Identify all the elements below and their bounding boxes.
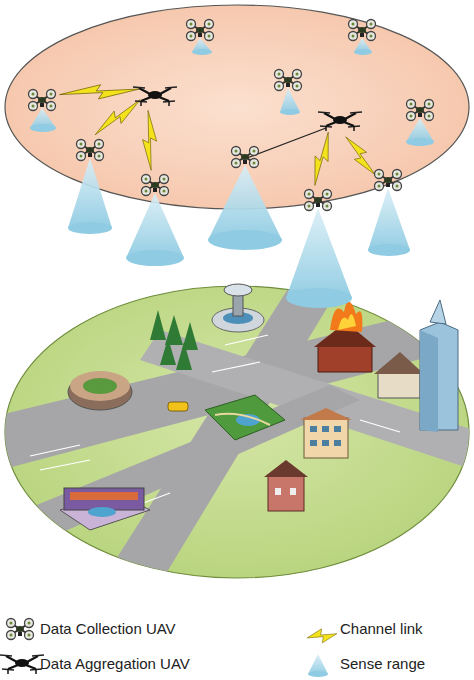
legend-symbols — [0, 619, 338, 678]
legend-text: Sense range — [340, 655, 425, 672]
houses — [374, 352, 424, 398]
sky-plane — [5, 5, 469, 209]
legend-item: Data Collection UAV — [40, 620, 176, 638]
control-tower — [212, 284, 264, 332]
legend-text: Channel link — [340, 620, 423, 637]
apartment — [300, 408, 352, 458]
legend-text: Data Collection UAV — [40, 620, 176, 637]
row-houses — [264, 460, 308, 511]
legend-item: Channel link — [340, 620, 423, 638]
skyscraper — [420, 300, 458, 432]
trees — [150, 310, 198, 370]
data-aggregation-uavs — [133, 87, 362, 131]
roads — [0, 270, 474, 600]
burning-house — [314, 301, 376, 372]
sense-range-cones — [30, 38, 434, 308]
legend-item: Data Aggregation UAV — [40, 655, 190, 673]
car — [168, 402, 188, 411]
legend-text: Data Aggregation UAV — [40, 655, 190, 672]
channel-links — [59, 82, 381, 187]
data-collection-uavs — [29, 20, 434, 211]
ground-plane — [0, 270, 474, 600]
shop — [60, 488, 150, 530]
park — [205, 395, 285, 440]
legend-item: Sense range — [340, 655, 425, 673]
stadium — [68, 371, 132, 410]
